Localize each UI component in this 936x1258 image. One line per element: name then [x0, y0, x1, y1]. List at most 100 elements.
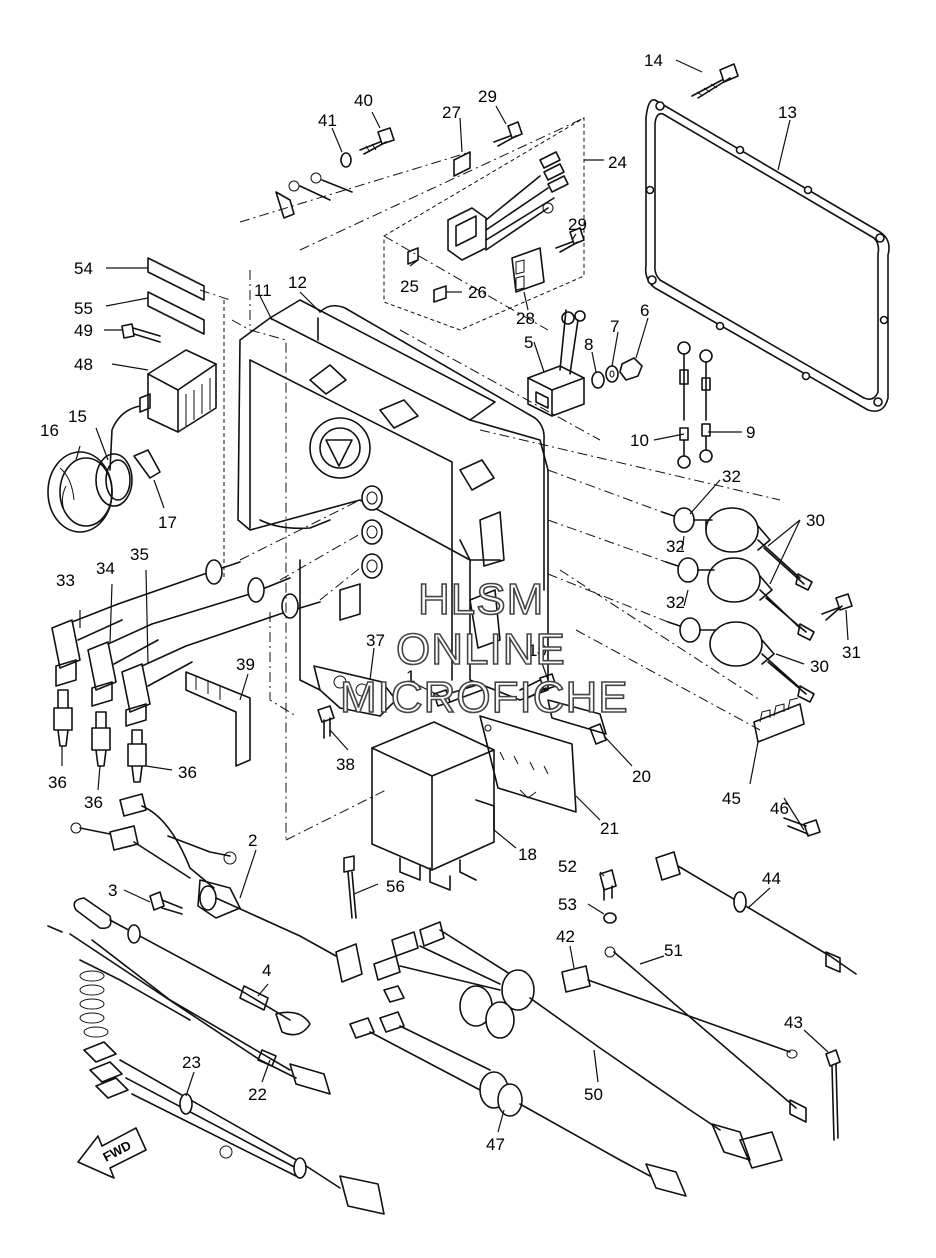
callout-28: 28 — [516, 309, 535, 328]
callout-14: 14 — [644, 51, 663, 70]
terminal-assembly-part-24 — [383, 117, 585, 331]
callout-32-c: 32 — [666, 593, 685, 612]
callout-24: 24 — [608, 153, 627, 172]
fwd-label: FWD — [100, 1138, 133, 1165]
callout-43: 43 — [784, 1013, 803, 1032]
bolt-part-29-a — [493, 121, 523, 147]
callout-23: 23 — [182, 1053, 201, 1072]
callout-numbers: 14 13 40 41 27 29 24 29 25 26 28 5 8 7 6… — [40, 51, 861, 1154]
leader-lines — [61, 59, 849, 1133]
callout-29-b: 29 — [568, 215, 587, 234]
ground-lead-part-10 — [677, 341, 691, 469]
callout-39: 39 — [236, 655, 255, 674]
callout-44: 44 — [762, 869, 781, 888]
terminals — [275, 172, 353, 219]
callout-11: 11 — [254, 281, 272, 300]
callout-54: 54 — [74, 259, 93, 278]
sensor-lead-part-44 — [655, 851, 857, 975]
callout-17: 17 — [158, 513, 177, 532]
callout-56: 56 — [386, 877, 405, 896]
clamp-part-37 — [313, 665, 397, 717]
coil-leads — [479, 429, 781, 623]
callout-32-a: 32 — [722, 467, 741, 486]
rectifier-regulator-part-48 — [109, 349, 217, 471]
callout-49: 49 — [74, 321, 93, 340]
callout-10: 10 — [630, 431, 649, 450]
callout-52: 52 — [558, 857, 577, 876]
cable-tie-part-43 — [825, 1049, 841, 1141]
bolt-part-40 — [359, 127, 395, 155]
bracket-part-28 — [511, 247, 545, 293]
callout-36-b: 36 — [84, 793, 103, 812]
washer-part-8 — [591, 371, 605, 389]
callout-51: 51 — [664, 941, 683, 960]
callout-42: 42 — [556, 927, 575, 946]
sensor-part-51 — [604, 946, 807, 1123]
callout-16: 16 — [40, 421, 59, 440]
callout-37: 37 — [366, 631, 385, 650]
callout-33: 33 — [56, 571, 75, 590]
harness-part-42 — [561, 965, 798, 1059]
bolt-part-3 — [149, 891, 183, 915]
bracket-part-45 — [753, 697, 805, 743]
callout-48: 48 — [74, 355, 93, 374]
callout-5: 5 — [524, 333, 533, 352]
callout-4: 4 — [262, 961, 271, 980]
callout-13: 13 — [778, 103, 797, 122]
harness-part-47 — [349, 1011, 687, 1197]
callout-9: 9 — [746, 423, 755, 442]
ignition-coil-part-30-b — [707, 557, 815, 641]
callout-26: 26 — [468, 283, 487, 302]
callout-22: 22 — [248, 1085, 267, 1104]
callout-50: 50 — [584, 1085, 603, 1104]
watermark-line-1: HLSM — [418, 575, 544, 624]
grommets — [361, 485, 383, 579]
callout-8: 8 — [584, 335, 593, 354]
callout-31: 31 — [842, 643, 861, 662]
spark-plug-cap-part-35 — [121, 645, 193, 727]
callout-27: 27 — [442, 103, 461, 122]
wire-loop-part-12 — [317, 304, 545, 591]
callout-21: 21 — [600, 819, 619, 838]
forward-direction-arrow: FWD — [77, 1127, 147, 1179]
rope-cap-part-16 — [47, 451, 113, 533]
holder-part-39 — [185, 671, 251, 767]
plate-part-27 — [453, 151, 471, 177]
watermark-line-3: MICROFICHE — [340, 673, 629, 722]
callout-41: 41 — [318, 111, 337, 130]
callout-18: 18 — [518, 845, 537, 864]
harness-part-23 — [83, 1041, 385, 1215]
labels-part-54-55 — [147, 257, 205, 335]
callout-20: 20 — [632, 767, 651, 786]
holder-part-20 — [547, 699, 607, 745]
washer-part-41 — [340, 152, 352, 168]
cable-tie-part-56 — [343, 855, 357, 919]
callout-36-c: 36 — [178, 763, 197, 782]
callout-7: 7 — [610, 317, 619, 336]
nut-part-6 — [619, 357, 643, 381]
callout-6: 6 — [640, 301, 649, 320]
bracket-part-21 — [479, 715, 577, 813]
ground-lead-part-9 — [699, 349, 713, 463]
bolt-part-52 — [599, 869, 617, 901]
ignition-coil-part-30-c — [709, 621, 815, 703]
callout-38: 38 — [336, 755, 355, 774]
callout-40: 40 — [354, 91, 373, 110]
callout-45: 45 — [722, 789, 741, 808]
callout-19: 19 — [528, 641, 547, 660]
callout-1: 1 — [406, 667, 415, 686]
harness-part-22 — [47, 925, 331, 1095]
relay-part-5 — [527, 309, 586, 417]
harness-part-2 — [70, 793, 363, 983]
callout-2: 2 — [248, 831, 257, 850]
spark-plug-cap-part-34 — [87, 623, 159, 707]
washer-part-7 — [605, 365, 619, 383]
cdi-unit-part-18 — [371, 721, 495, 891]
callout-35: 35 — [130, 545, 149, 564]
high-tension-leads — [117, 499, 361, 647]
callout-36-a: 36 — [48, 773, 67, 792]
bolt-part-19 — [519, 673, 557, 701]
bolt-part-14 — [691, 63, 739, 99]
spark-plug-cap-part-33 — [51, 603, 123, 687]
